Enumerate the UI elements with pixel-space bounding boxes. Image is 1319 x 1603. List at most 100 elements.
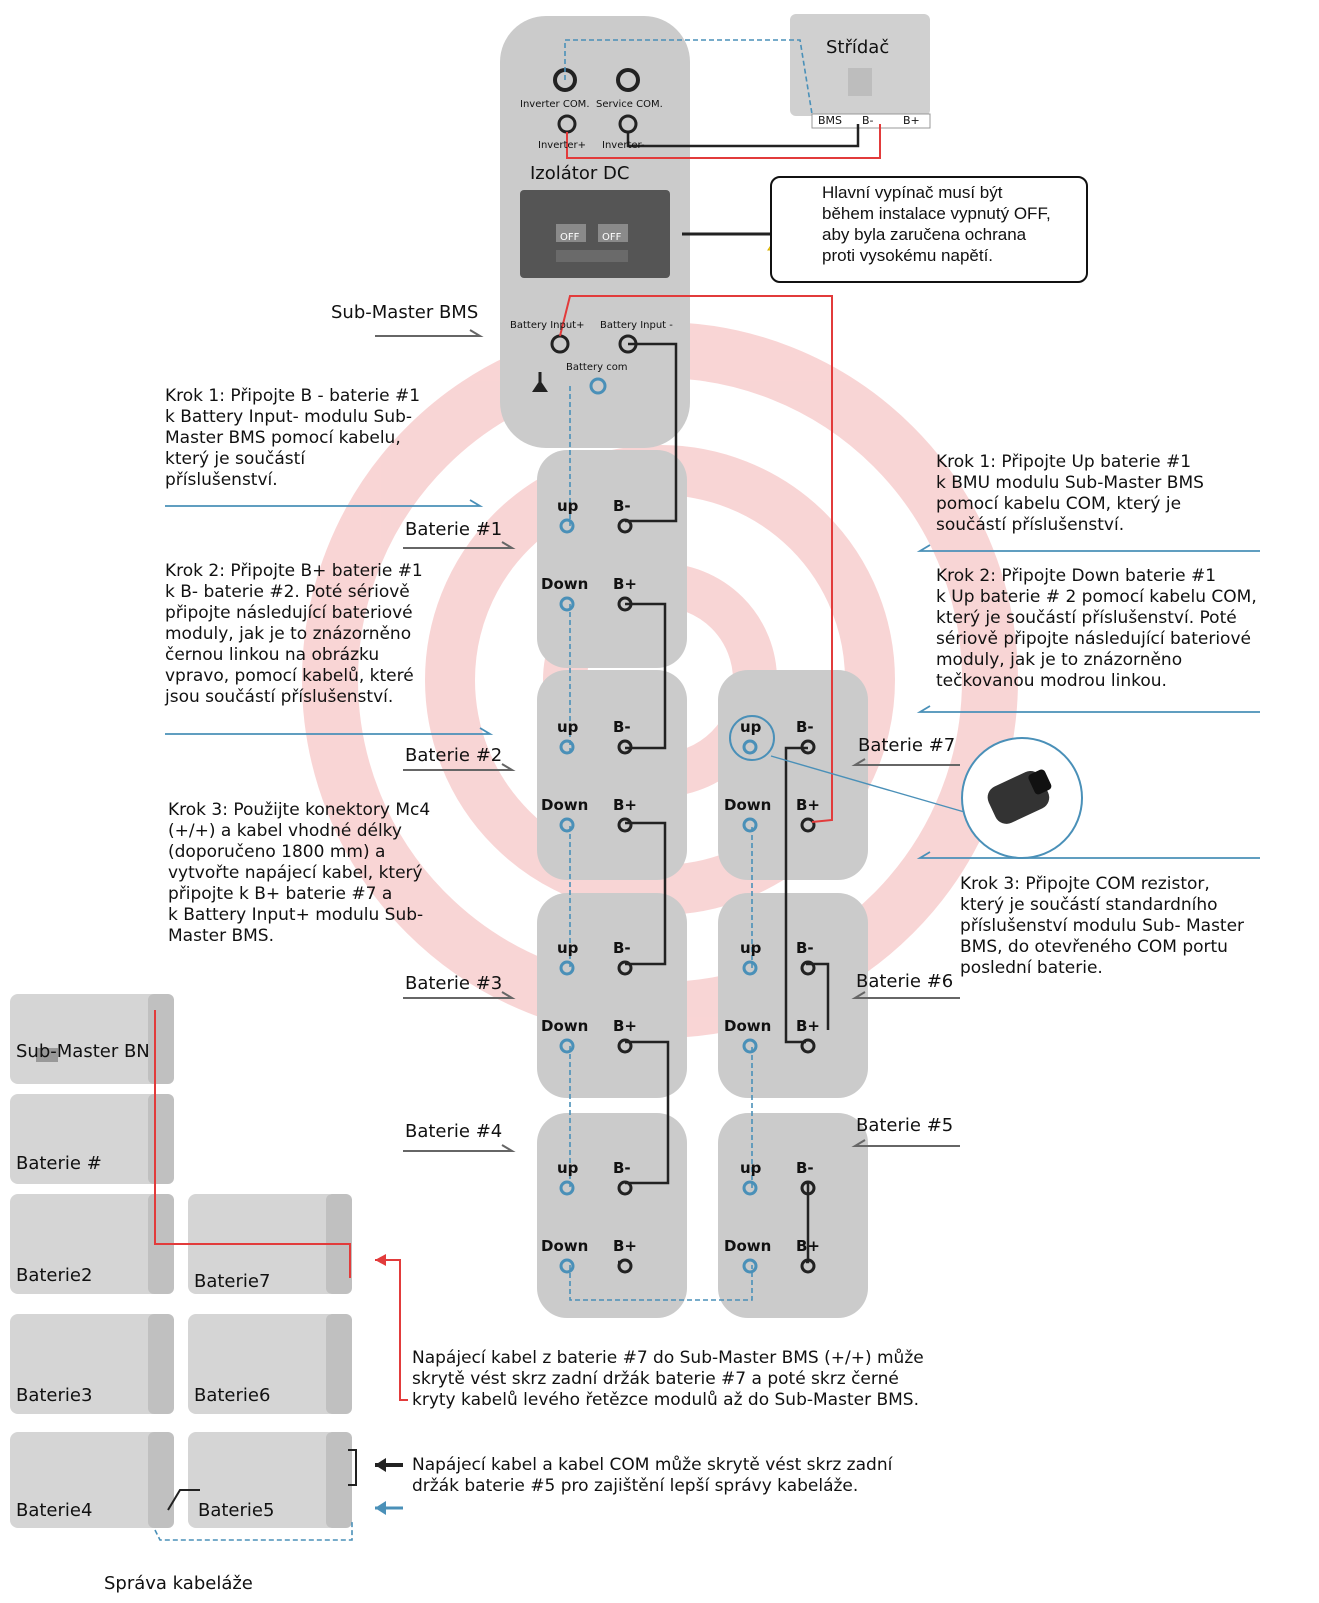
battery-port (800, 960, 816, 976)
stack-caption: Správa kabeláže (104, 1573, 253, 1594)
stack-label-b7: Baterie7 (194, 1271, 271, 1292)
battery-port-label: up (740, 939, 762, 957)
left-step-3: Krok 3: Použijte konektory Mc4 (+/+) a k… (168, 800, 430, 947)
stack-label-b1: Baterie # (16, 1153, 102, 1174)
note-line: Napájecí kabel z baterie #7 do Sub-Maste… (412, 1348, 924, 1368)
step-line: součástí příslušenství. (936, 515, 1125, 535)
warning-line: proti vysokému napětí. (822, 246, 994, 265)
battery-port-label: B- (613, 939, 631, 957)
step-line: připojte k B+ baterie #7 a (168, 884, 393, 904)
step-line: sériově připojte následující bateriové (936, 629, 1251, 649)
step-line: Krok 1: Připojte Up baterie #1 (936, 452, 1192, 472)
battery-port (617, 1258, 633, 1274)
stack-label-b3: Baterie3 (16, 1385, 93, 1406)
step-line: Krok 1: Připojte B - baterie #1 (165, 386, 421, 406)
com-resistor-image (961, 737, 1083, 859)
step-line: pomocí kabelu COM, který je (936, 494, 1182, 514)
stack-label-b4: Baterie4 (16, 1500, 93, 1521)
inverter-port-bms: BMS (818, 114, 843, 127)
stack-label-sub-master: Sub-Master BN (16, 1041, 150, 1062)
step-line: černou linkou na obrázku (165, 645, 380, 665)
isolator-label: Izolátor DC (530, 163, 630, 184)
battery-port (742, 1038, 758, 1054)
battery-port-label: B+ (613, 796, 638, 814)
cables (559, 39, 993, 1301)
battery-port (742, 1258, 758, 1274)
battery-port (559, 1038, 575, 1054)
battery-port (559, 518, 575, 534)
battery-port-label: B- (613, 497, 631, 515)
warning-callout: Hlavní vypínač musí být během instalace … (770, 176, 1088, 283)
battery-port-label: B- (613, 718, 631, 736)
step-line: k B- baterie #2. Poté sériově (165, 582, 410, 602)
battery-port (559, 1180, 575, 1196)
battery-port-label: Down (541, 1017, 589, 1035)
battery-label-2: Baterie #2 (405, 745, 503, 766)
step-line: moduly, jak je to znázorněno (165, 624, 412, 644)
battery-port-label: B- (796, 718, 814, 736)
inverter-port-b-minus: B- (862, 114, 874, 127)
battery-label-6: Baterie #6 (856, 971, 954, 992)
battery-port-label: Down (724, 1017, 772, 1035)
step-underlines (165, 499, 1260, 859)
step-line: k Up baterie # 2 pomocí kabelu COM, (936, 587, 1257, 607)
battery-port (559, 1258, 575, 1274)
port-battery-input-plus: Battery Input+ (510, 320, 585, 331)
step-line: BMS, do otevřeného COM portu (960, 937, 1228, 957)
port-inverter-minus: Inverter- (602, 140, 645, 151)
battery-label-1: Baterie #1 (405, 519, 503, 540)
step-line: k BMU modulu Sub-Master BMS (936, 473, 1204, 493)
battery-port-label: B- (796, 1159, 814, 1177)
note-line: skrytě vést skrz zadní držák baterie #7 … (412, 1369, 899, 1389)
battery-port (742, 960, 758, 976)
battery-port (559, 817, 575, 833)
step-line: který je součástí (165, 449, 306, 469)
left-step-1: Krok 1: Připojte B - baterie #1 k Batter… (165, 386, 420, 491)
step-line: (+/+) a kabel vhodné délky (168, 821, 402, 841)
warning-line: během instalace vypnutý OFF, (822, 204, 1051, 223)
battery-port (617, 1038, 633, 1054)
battery-port-label: B+ (796, 796, 821, 814)
battery-port (559, 960, 575, 976)
switch-off-right: OFF (602, 232, 622, 243)
step-line: Master BMS pomocí kabelu, (165, 428, 401, 448)
step-line: poslední baterie. (960, 958, 1103, 978)
note-line: držák baterie #5 pro zajištění lepší spr… (412, 1476, 859, 1496)
step-line: Krok 3: Připojte COM rezistor, (960, 874, 1210, 894)
battery-port (617, 960, 633, 976)
note-line: kryty kabelů levého řetězce modulů až do… (412, 1390, 919, 1410)
dc-isolator-panel (520, 190, 670, 278)
inverter (790, 14, 931, 129)
battery-port-label: up (557, 497, 579, 515)
step-line: tečkovanou modrou linkou. (936, 671, 1167, 691)
port-inverter-com: Inverter COM. (520, 99, 590, 110)
step-line: Master BMS. (168, 926, 274, 946)
battery-port-label: B- (613, 1159, 631, 1177)
switch-off-left: OFF (560, 232, 580, 243)
battery-port-label: up (740, 718, 762, 736)
port-inverter-plus: Inverter+ (538, 140, 587, 151)
step-line: moduly, jak je to znázorněno (936, 650, 1183, 670)
battery-port (617, 817, 633, 833)
right-step-2: Krok 2: Připojte Down baterie #1 k Up ba… (936, 566, 1257, 692)
battery-port-label: up (557, 718, 579, 736)
battery-label-3: Baterie #3 (405, 973, 503, 994)
step-line: příslušenství. (165, 470, 278, 490)
battery-port (559, 739, 575, 755)
stack-label-b6: Baterie6 (194, 1385, 271, 1406)
battery-label-7: Baterie #7 (858, 735, 956, 756)
step-line: připojte následující bateriové (165, 603, 413, 623)
step-line: který je součástí příslušenství. Poté (936, 608, 1237, 628)
battery-port-label: Down (541, 1237, 589, 1255)
battery-port (742, 739, 758, 755)
warning-line: aby byla zaručena ochrana (822, 225, 1027, 244)
inverter-port-b-plus: B+ (903, 114, 920, 127)
pointer-arrows (375, 329, 960, 1152)
port-battery-com: Battery com (566, 362, 628, 373)
com-cable-note: Napájecí kabel a kabel COM může skrytě v… (412, 1455, 892, 1497)
left-step-2: Krok 2: Připojte B+ baterie #1 k B- bate… (165, 561, 423, 708)
battery-port (800, 1038, 816, 1054)
step-line: k Battery Input+ modulu Sub- (168, 905, 424, 925)
battery-port-label: B+ (796, 1017, 821, 1035)
